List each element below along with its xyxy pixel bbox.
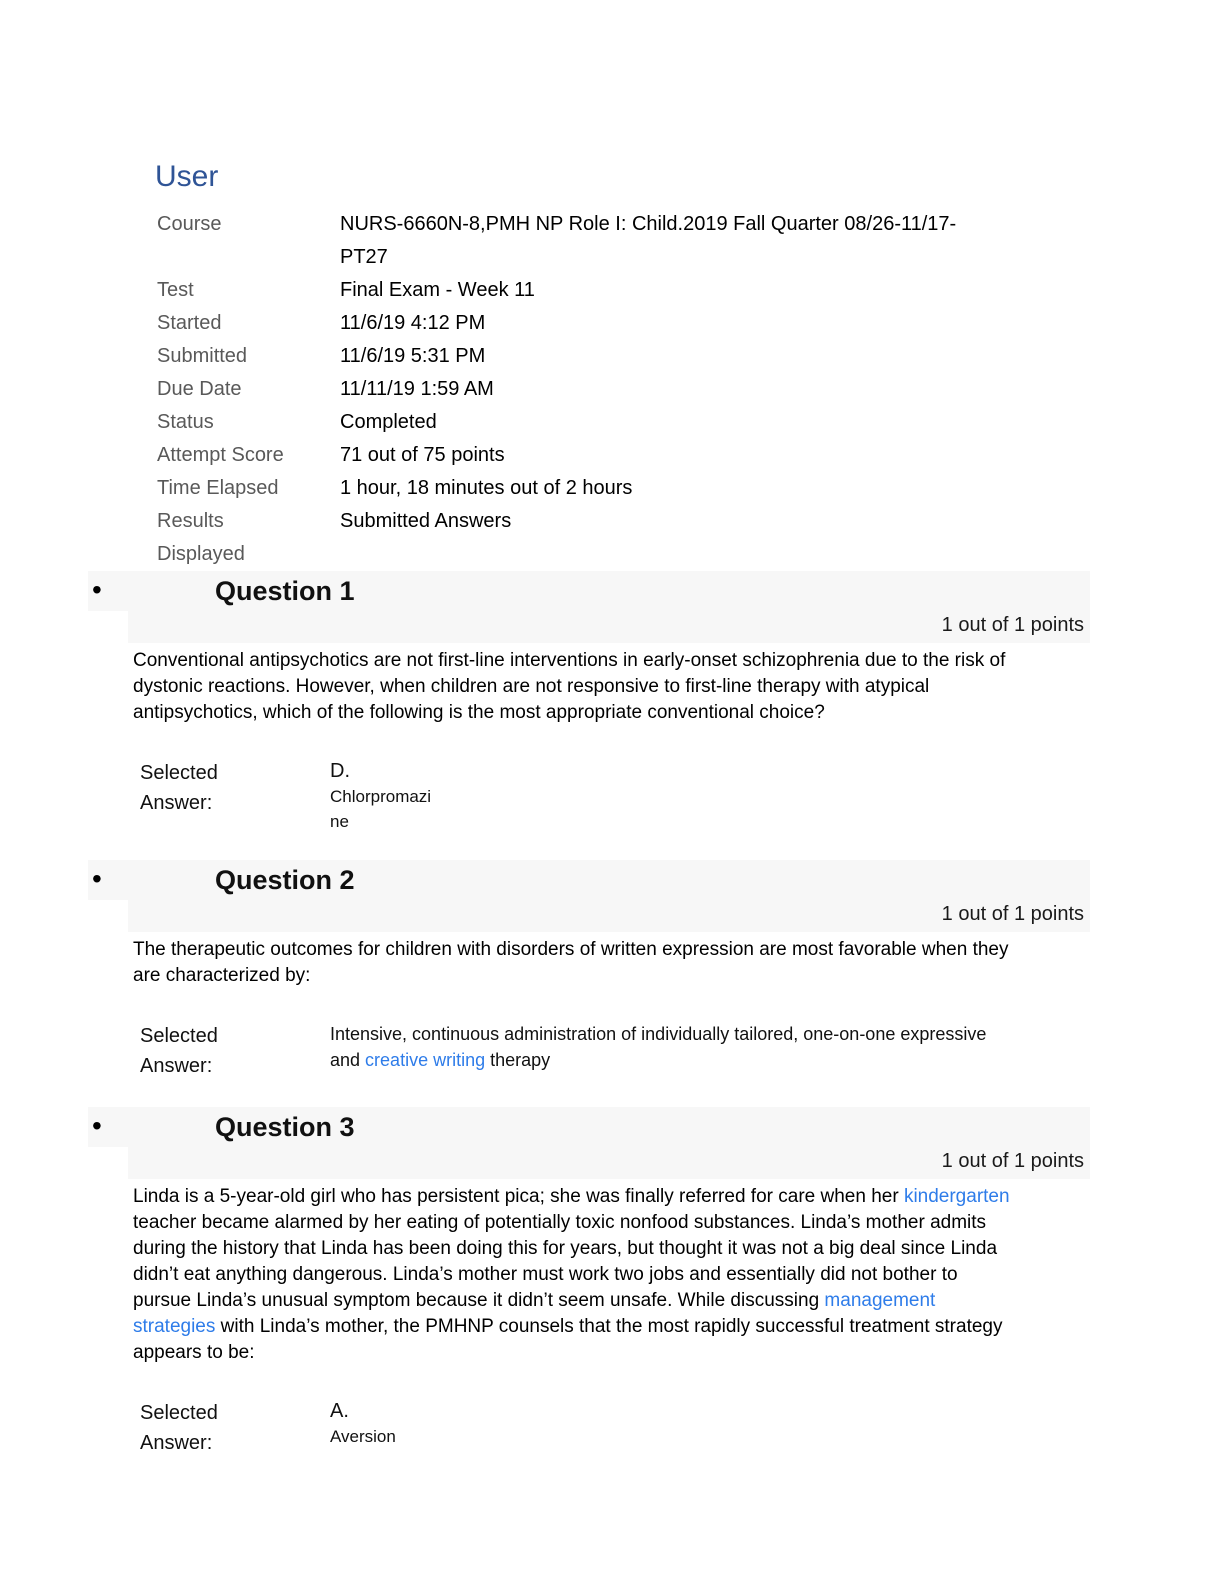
info-row-test: Test Final Exam - Week 11	[157, 274, 1224, 307]
info-label: Status	[157, 411, 214, 433]
points-label: 1 out of 1 points	[128, 1147, 1090, 1179]
question-text: Conventional antipsychotics are not firs…	[133, 648, 1015, 726]
text-segment: with Linda’s mother, the PMHNP counsels …	[133, 1316, 1003, 1363]
info-value: NURS-6660N-8,PMH NP Role I: Child.2019 F…	[340, 213, 957, 268]
answer-text: Chlorpromazine	[330, 784, 438, 834]
text-segment: Linda is a 5-year-old girl who has persi…	[133, 1186, 904, 1207]
inline-link[interactable]: management strategies	[133, 1290, 936, 1337]
points-label: 1 out of 1 points	[128, 900, 1090, 932]
question-2-header: • Question 2	[88, 860, 1090, 900]
answer-text: Intensive, continuous administration of …	[330, 1021, 990, 1073]
info-row-time-elapsed: Time Elapsed 1 hour, 18 minutes out of 2…	[157, 472, 1224, 505]
info-row-submitted: Submitted 11/6/19 5:31 PM	[157, 340, 1224, 373]
info-label: Course	[157, 213, 222, 235]
question-block-3: • Question 3 1 out of 1 points Linda is …	[0, 1107, 1224, 1458]
selected-answer-label: Selected Answer:	[140, 1025, 218, 1077]
answer-text: Aversion	[330, 1424, 396, 1449]
info-value: Submitted Answers	[340, 510, 512, 532]
info-row-results-displayed: Results Displayed Submitted Answers	[157, 505, 1224, 571]
info-row-course: Course NURS-6660N-8,PMH NP Role I: Child…	[157, 208, 1224, 274]
selected-answer-row: Selected Answer: D. Chlorpromazine	[140, 758, 1224, 834]
selected-answer-label: Selected Answer:	[140, 762, 218, 814]
info-value: Completed	[340, 411, 437, 433]
info-value: 71 out of 75 points	[340, 444, 505, 466]
question-text: The therapeutic outcomes for children wi…	[133, 937, 1015, 989]
question-3-header: • Question 3	[88, 1107, 1090, 1147]
text-segment: teacher became alarmed by her eating of …	[133, 1212, 998, 1311]
info-label: Due Date	[157, 378, 242, 400]
text-segment: Aversion	[330, 1427, 396, 1446]
question-1-header: • Question 1	[88, 571, 1090, 611]
inline-link[interactable]: kindergarten	[903, 1186, 1010, 1207]
selected-answer-row: Selected Answer: Intensive, continuous a…	[140, 1021, 1224, 1081]
bullet-icon: •	[92, 862, 102, 894]
selected-answer-value: D. Chlorpromazine	[330, 758, 438, 834]
points-label: 1 out of 1 points	[128, 611, 1090, 643]
page-title: User	[155, 160, 219, 193]
text-segment: Intensive, continuous administration of …	[330, 1024, 987, 1070]
info-label: Started	[157, 312, 222, 334]
info-value: 11/6/19 5:31 PM	[340, 345, 486, 367]
bullet-icon: •	[92, 573, 102, 605]
bullet-icon: •	[92, 1109, 102, 1141]
selected-answer-row: Selected Answer: A. Aversion	[140, 1398, 1224, 1458]
question-title: Question 1	[215, 575, 355, 606]
info-value: 11/11/19 1:59 AM	[340, 378, 494, 400]
attempt-info-table: Course NURS-6660N-8,PMH NP Role I: Child…	[157, 208, 1224, 571]
selected-answer-label: Selected Answer:	[140, 1402, 218, 1454]
info-row-due-date: Due Date 11/11/19 1:59 AM	[157, 373, 1224, 406]
text-segment: therapy	[485, 1050, 551, 1070]
info-value: 11/6/19 4:12 PM	[340, 312, 486, 334]
info-row-started: Started 11/6/19 4:12 PM	[157, 307, 1224, 340]
inline-link[interactable]: creative writing	[365, 1050, 486, 1070]
info-label: Test	[157, 279, 194, 301]
selected-answer-value: A. Aversion	[330, 1398, 396, 1449]
info-value: Final Exam - Week 11	[340, 279, 535, 301]
question-block-1: • Question 1 1 out of 1 points Conventio…	[0, 571, 1224, 834]
text-segment: Chlorpromazine	[330, 787, 432, 831]
question-text: Linda is a 5-year-old girl who has persi…	[133, 1184, 1015, 1366]
info-label: Attempt Score	[157, 444, 284, 466]
question-block-2: • Question 2 1 out of 1 points The thera…	[0, 860, 1224, 1081]
text-segment: The therapeutic outcomes for children wi…	[133, 939, 1009, 986]
answer-letter: D.	[330, 760, 350, 782]
question-title: Question 3	[215, 1111, 355, 1142]
answer-letter: A.	[330, 1400, 349, 1422]
info-label: Results Displayed	[157, 510, 245, 565]
selected-answer-value: Intensive, continuous administration of …	[330, 1021, 990, 1073]
text-segment: Conventional antipsychotics are not firs…	[133, 650, 1006, 723]
info-row-status: Status Completed	[157, 406, 1224, 439]
info-value: 1 hour, 18 minutes out of 2 hours	[340, 477, 633, 499]
info-label: Submitted	[157, 345, 248, 367]
info-row-attempt-score: Attempt Score 71 out of 75 points	[157, 439, 1224, 472]
info-label: Time Elapsed	[157, 477, 279, 499]
question-title: Question 2	[215, 864, 355, 895]
